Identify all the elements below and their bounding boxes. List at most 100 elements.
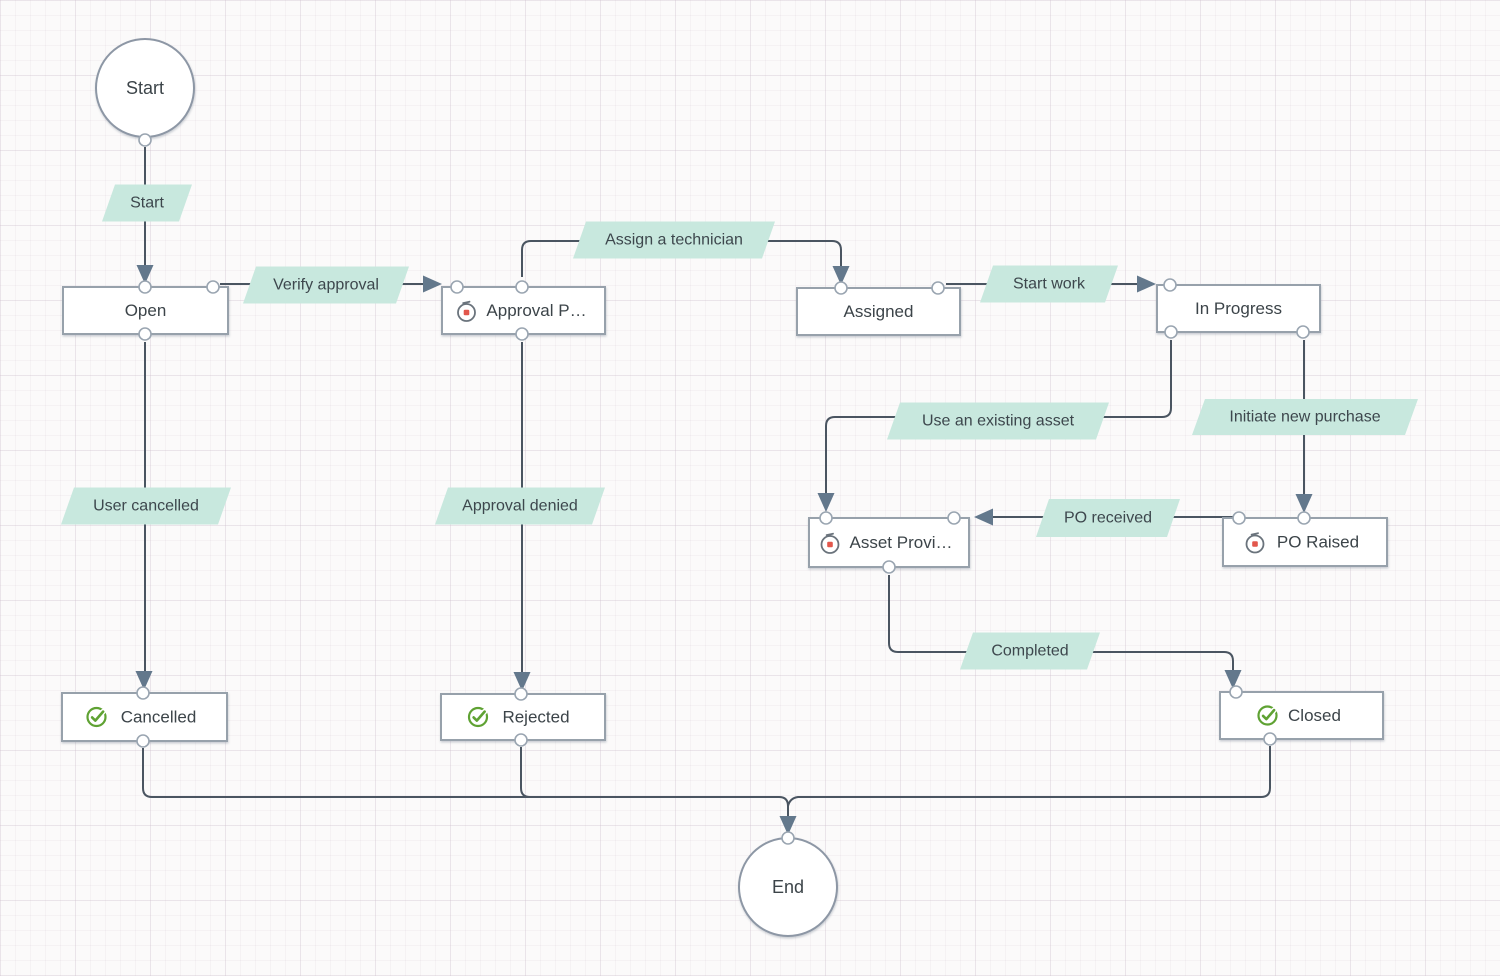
transition-label: Assign a technician — [605, 232, 743, 249]
arrowhead-icon — [832, 266, 850, 285]
timer-icon — [457, 300, 476, 322]
node-label: PO Raised — [1277, 533, 1359, 552]
connection-port[interactable] — [834, 281, 848, 295]
transition-shape[interactable] — [887, 402, 1109, 440]
connection-port[interactable] — [1296, 325, 1310, 339]
connection-port[interactable] — [206, 280, 220, 294]
transition-label: PO received — [1064, 510, 1152, 527]
transition-shape[interactable] — [1192, 399, 1418, 435]
node-label: Assigned — [844, 302, 914, 321]
transition-start[interactable]: Start — [102, 184, 192, 222]
connection-port[interactable] — [781, 831, 795, 845]
arrowhead-icon — [1224, 670, 1242, 689]
node-label: In Progress — [1195, 299, 1282, 318]
check-circle-icon — [467, 706, 489, 728]
connection-port[interactable] — [882, 560, 896, 574]
transition-shape[interactable] — [573, 221, 775, 259]
connection-port[interactable] — [136, 734, 150, 748]
state-node-in-progress[interactable]: In Progress — [1156, 284, 1321, 333]
node-label: Rejected — [502, 708, 569, 727]
transition-label: Use an existing asset — [922, 413, 1075, 430]
transition-label: Verify approval — [273, 277, 379, 294]
arrowhead-icon — [779, 816, 797, 835]
arrowhead-icon — [1295, 494, 1313, 513]
node-label: Closed — [1288, 706, 1341, 725]
connection-port[interactable] — [514, 687, 528, 701]
terminal-node-start[interactable]: Start — [95, 38, 195, 138]
connection-port[interactable] — [1164, 325, 1178, 339]
arrowhead-icon — [513, 672, 531, 691]
transition-shape[interactable] — [243, 266, 409, 304]
connection-port[interactable] — [1229, 685, 1243, 699]
transition-label: Completed — [991, 643, 1068, 660]
transition-approval-denied[interactable]: Approval denied — [435, 487, 605, 525]
terminal-node-end[interactable]: End — [738, 837, 838, 937]
transition-shape[interactable] — [960, 632, 1100, 670]
state-node-assigned[interactable]: Assigned — [796, 287, 961, 336]
connection-port[interactable] — [1232, 511, 1246, 525]
arrowhead-icon — [974, 508, 993, 526]
connection-port[interactable] — [514, 733, 528, 747]
transition-shape[interactable] — [1036, 499, 1180, 537]
connection-port[interactable] — [515, 327, 529, 341]
transition-label: Start work — [1013, 276, 1086, 293]
connection-port[interactable] — [1263, 732, 1277, 746]
connection-port[interactable] — [450, 280, 464, 294]
edge-cancelled-to-end[interactable] — [142, 748, 789, 817]
connection-port[interactable] — [138, 133, 152, 147]
transition-shape[interactable] — [61, 487, 231, 525]
arrowhead-icon — [423, 275, 442, 293]
transition-shape[interactable] — [102, 184, 192, 222]
connection-port[interactable] — [1163, 278, 1177, 292]
node-label: Open — [125, 301, 167, 320]
node-label: Start — [126, 78, 164, 98]
transition-assign-a-technician[interactable]: Assign a technician — [573, 221, 775, 259]
transition-initiate-new-purchase[interactable]: Initiate new purchase — [1192, 399, 1418, 435]
connection-port[interactable] — [515, 280, 529, 294]
edge-closed-to-end[interactable] — [787, 746, 1271, 807]
state-node-asset-provisioning[interactable]: Asset Provi… — [808, 517, 970, 568]
connection-port[interactable] — [1297, 511, 1311, 525]
transition-verify-approval[interactable]: Verify approval — [243, 266, 409, 304]
transition-start-work[interactable]: Start work — [980, 265, 1118, 303]
transition-po-received[interactable]: PO received — [1036, 499, 1180, 537]
check-circle-icon — [86, 706, 107, 728]
transition-label: User cancelled — [93, 498, 199, 515]
node-label: End — [772, 877, 804, 897]
transition-label: Start — [130, 195, 164, 212]
check-circle-icon — [1257, 705, 1278, 726]
state-node-po-raised[interactable]: PO Raised — [1222, 517, 1388, 567]
connection-port[interactable] — [138, 280, 152, 294]
transition-label: Initiate new purchase — [1229, 409, 1380, 426]
connection-port[interactable] — [136, 686, 150, 700]
arrowhead-icon — [135, 671, 153, 690]
connection-port[interactable] — [138, 327, 152, 341]
transition-completed[interactable]: Completed — [960, 632, 1100, 670]
transition-shape[interactable] — [435, 487, 605, 525]
arrowhead-icon — [1137, 275, 1156, 293]
timer-icon — [820, 532, 840, 554]
transition-label: Approval denied — [462, 498, 578, 515]
connection-port[interactable] — [931, 281, 945, 295]
connection-port[interactable] — [819, 511, 833, 525]
state-node-open[interactable]: Open — [62, 286, 229, 335]
node-label: Cancelled — [121, 708, 197, 727]
edge-rejected-to-end[interactable] — [520, 747, 778, 798]
transition-use-existing-asset[interactable]: Use an existing asset — [887, 402, 1109, 440]
state-node-approval-pending[interactable]: Approval P… — [441, 286, 606, 335]
arrowhead-icon — [136, 265, 154, 284]
state-node-closed[interactable]: Closed — [1219, 691, 1384, 740]
transition-user-cancelled[interactable]: User cancelled — [61, 487, 231, 525]
state-node-rejected[interactable]: Rejected — [440, 693, 606, 741]
node-label: Asset Provi… — [850, 533, 953, 552]
connection-port[interactable] — [947, 511, 961, 525]
timer-icon — [1245, 532, 1265, 554]
arrowhead-icon — [817, 493, 835, 512]
node-label: Approval P… — [486, 301, 586, 320]
transition-shape[interactable] — [980, 265, 1118, 303]
state-node-cancelled[interactable]: Cancelled — [61, 692, 228, 742]
